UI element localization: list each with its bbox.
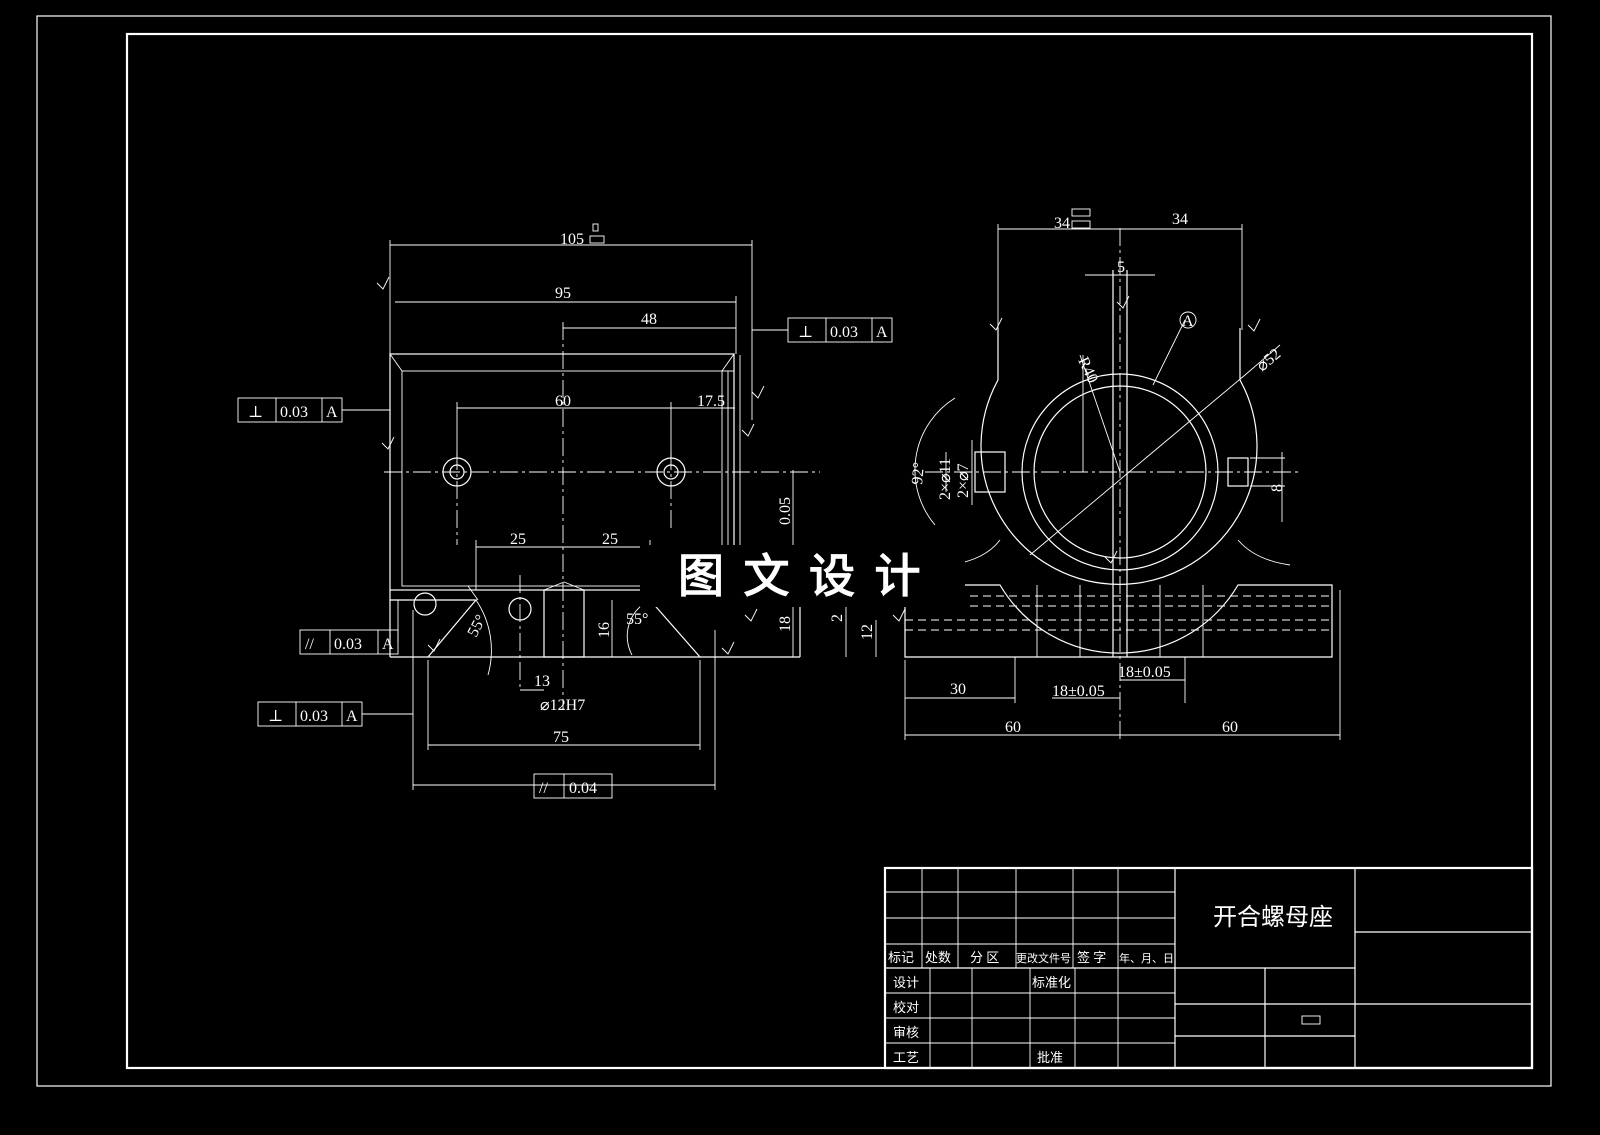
svg-text://: // xyxy=(539,780,548,797)
side-view: 34 34 5 A R40 ⌀52 92° 2×⌀11 2×⌀7 8 30 18… xyxy=(892,208,1341,740)
dim-0-05: 0.05 xyxy=(777,497,794,525)
header-mark: 标记 xyxy=(888,950,914,965)
svg-text:0.03: 0.03 xyxy=(300,708,328,725)
dim-25b: 25 xyxy=(602,531,618,548)
label-standardization: 标准化 xyxy=(1032,975,1071,990)
title-block: 标记 处数 分 区 更改文件号 签 字 年、月、日 设计 校对 审核 工艺 标准… xyxy=(883,866,1534,1070)
header-change-doc: 更改文件号 xyxy=(1016,951,1071,965)
label-approval: 批准 xyxy=(1037,1050,1063,1065)
header-signature: 签 字 xyxy=(1077,950,1106,965)
dim-48: 48 xyxy=(641,311,657,328)
svg-text:0.03: 0.03 xyxy=(280,404,308,421)
holes-2x11: 2×⌀11 xyxy=(937,458,954,500)
dim-60: 60 xyxy=(555,393,571,410)
svg-text:A: A xyxy=(876,324,888,341)
row-design: 设计 xyxy=(893,975,919,990)
dim-75: 75 xyxy=(553,729,569,746)
header-date: 年、月、日 xyxy=(1119,951,1174,965)
tolerance-frame: ⊥ 0.03 A xyxy=(752,317,893,343)
svg-text:0.04: 0.04 xyxy=(569,780,597,797)
holes-2x7: 2×⌀7 xyxy=(955,463,972,498)
dim-60a: 60 xyxy=(1005,719,1021,736)
dim-105: 105 xyxy=(560,231,584,248)
dim-2: 2 xyxy=(829,614,846,622)
dim-25a: 25 xyxy=(510,531,526,548)
header-count: 处数 xyxy=(925,950,951,965)
dim-12: 12 xyxy=(859,624,876,640)
dim-5: 5 xyxy=(1117,259,1125,276)
bore-phi12H7: ⌀12H7 xyxy=(540,697,585,714)
dim-34a: 34 xyxy=(1054,215,1070,232)
dim-34b: 34 xyxy=(1172,211,1188,228)
tolerance-frame: // 0.04 xyxy=(533,773,613,799)
svg-text:0.03: 0.03 xyxy=(334,636,362,653)
angle-92: 92° xyxy=(909,462,928,486)
svg-text:A: A xyxy=(326,404,338,421)
tolerance-frame: // 0.03 A xyxy=(299,600,399,655)
svg-text:⊥: ⊥ xyxy=(268,708,283,725)
svg-text:A: A xyxy=(382,636,394,653)
radius-R40: R40 xyxy=(1074,355,1101,386)
svg-text:A: A xyxy=(346,708,358,725)
diameter-phi52: ⌀52 xyxy=(1254,346,1285,376)
part-name: 开合螺母座 xyxy=(1213,904,1333,931)
dim-18a: 18±0.05 xyxy=(1052,683,1105,700)
dim-16: 16 xyxy=(596,622,613,638)
watermark-band xyxy=(640,545,965,607)
dim-60b: 60 xyxy=(1222,719,1238,736)
row-process: 工艺 xyxy=(893,1050,919,1065)
watermark: 图 文 设 计 xyxy=(678,551,925,602)
front-view: 105 95 48 60 17.5 25 25 0.05 55° 55° 16 … xyxy=(237,223,893,799)
header-zone: 分 区 xyxy=(970,950,999,965)
svg-text:0.03: 0.03 xyxy=(830,324,858,341)
svg-text:⊥: ⊥ xyxy=(798,324,813,341)
dim-18b: 18±0.05 xyxy=(1118,664,1171,681)
dim-95: 95 xyxy=(555,285,571,302)
row-check: 校对 xyxy=(893,1000,919,1015)
outer-frame xyxy=(36,15,1552,1087)
svg-text:⊥: ⊥ xyxy=(248,404,263,421)
row-review: 审核 xyxy=(893,1025,919,1040)
svg-text://: // xyxy=(305,636,314,653)
tolerance-frame: ⊥ 0.03 A xyxy=(257,701,413,727)
inner-frame xyxy=(125,32,1534,1070)
dim-13: 13 xyxy=(534,673,550,690)
angle-55b: 55° xyxy=(626,611,648,628)
dim-17-5: 17.5 xyxy=(697,393,725,410)
angle-55a: 55° xyxy=(465,612,491,640)
dim-18: 18 xyxy=(777,616,794,632)
tolerance-frame: ⊥ 0.03 A xyxy=(237,397,390,423)
dim-8: 8 xyxy=(1269,484,1286,492)
dim-30: 30 xyxy=(950,681,966,698)
datum-A: A xyxy=(1182,313,1194,330)
